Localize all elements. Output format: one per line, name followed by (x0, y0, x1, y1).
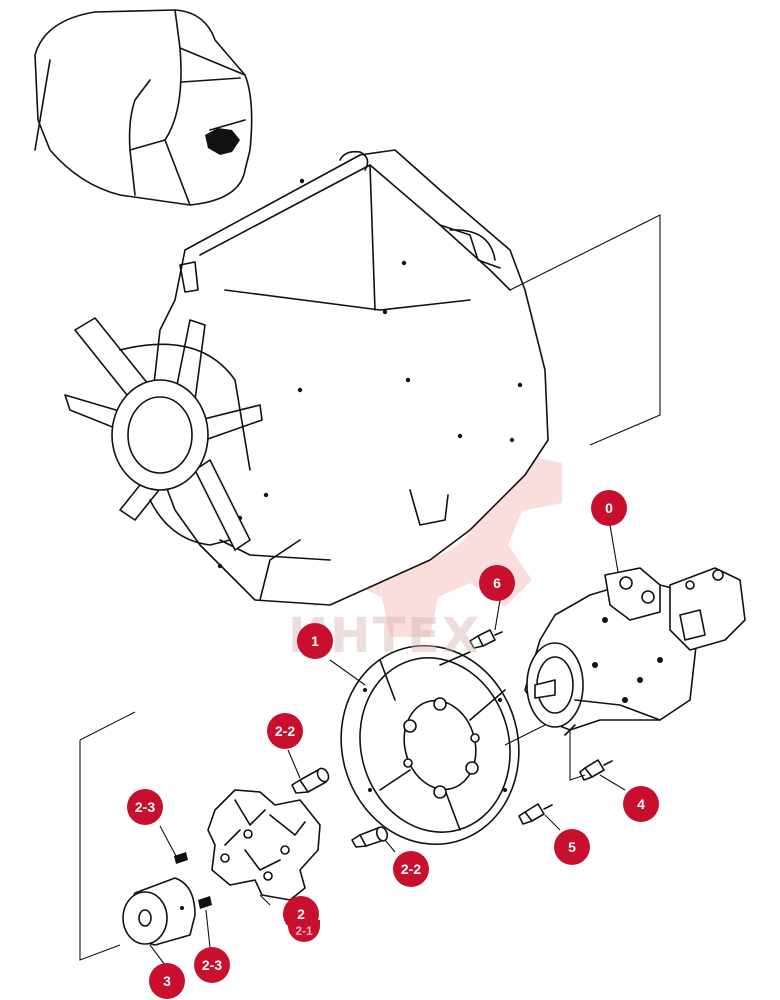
set-screw-upper (174, 852, 188, 864)
set-screw-lower (198, 896, 212, 909)
bolt-2-2-lower (351, 826, 389, 848)
callout-2-2-upper[interactable]: 2-2 (267, 713, 303, 749)
coupling-hub (122, 877, 196, 946)
callout-4[interactable]: 4 (623, 786, 659, 822)
frame-outline-left (79, 711, 136, 961)
callout-1[interactable]: 1 (297, 623, 333, 659)
leader-lines (149, 524, 626, 966)
engine-hood-cover (34, 9, 253, 206)
bolt-6 (469, 629, 503, 649)
callout-2-3-lower[interactable]: 2-3 (194, 947, 230, 983)
callout-0[interactable]: 0 (591, 490, 627, 526)
frame-outline-right (509, 214, 661, 446)
callout-2-1[interactable]: 2-1 (288, 920, 320, 942)
bolt-2-2-upper (291, 767, 330, 794)
callout-2-3-upper[interactable]: 2-3 (127, 789, 163, 825)
bolt-4 (579, 759, 613, 781)
callout-5[interactable]: 5 (554, 829, 590, 865)
flywheel-housing (340, 644, 546, 846)
callout-3[interactable]: 3 (149, 963, 185, 999)
rubber-coupling (207, 789, 321, 901)
cooling-fan (64, 317, 263, 551)
callout-6[interactable]: 6 (479, 565, 515, 601)
hydraulic-pump (524, 567, 746, 781)
bolt-5 (518, 803, 553, 825)
callout-2-2-lower[interactable]: 2-2 (393, 851, 429, 887)
